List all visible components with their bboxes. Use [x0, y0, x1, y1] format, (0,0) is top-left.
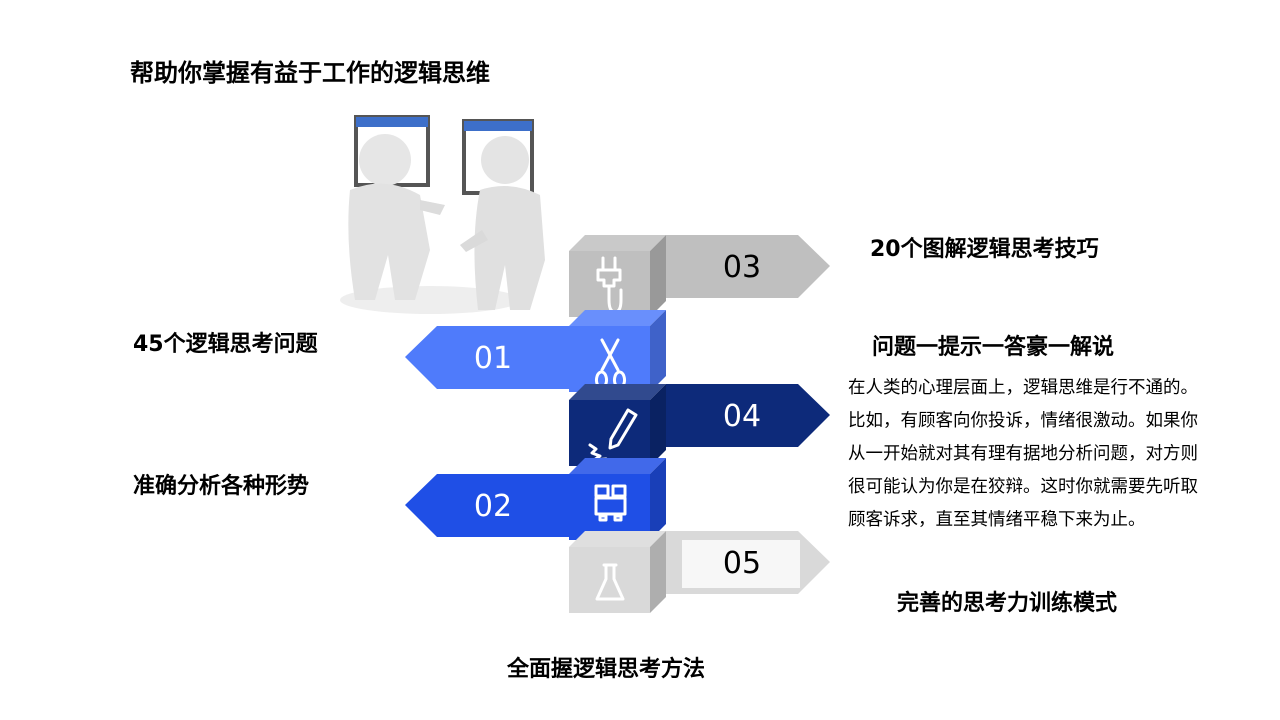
item-04-label: 问题一提示一答豪一解说 — [872, 335, 1115, 360]
step-block-03: 03 — [569, 235, 830, 317]
block-side-face — [650, 310, 666, 392]
slide-title: 帮助你掌握有益于工作的逻辑思维 — [130, 59, 490, 87]
block-front-face — [569, 474, 650, 540]
scissors-icon — [595, 338, 626, 390]
step-number-04: 04 — [723, 399, 761, 434]
block-side-face — [650, 458, 666, 540]
block-top-face — [569, 458, 666, 474]
plug-icon — [596, 256, 623, 314]
step-block-04: 04 — [569, 384, 830, 466]
paragraph-line: 很可能认为你是在狡辩。这时你就需要先听取 — [848, 477, 1198, 497]
number-box — [682, 540, 800, 588]
step-block-05: 05 — [569, 531, 830, 613]
description-paragraph: 在人类的心理层面上，逻辑思维是行不通的。 比如，有顾客向你投诉，情绪很激动。如果… — [848, 372, 1238, 537]
block-top-face — [569, 531, 666, 547]
step-number-03: 03 — [723, 250, 761, 285]
item-02-label: 准确分析各种形势 — [133, 474, 310, 499]
item-01-label: 45个逻辑思考问题 — [133, 332, 318, 357]
arrow-banner — [666, 384, 830, 447]
two-figures-illustration — [340, 115, 545, 314]
paragraph-line: 顾客诉求，直至其情绪平稳下来为止。 — [848, 510, 1146, 530]
step-block-02: 02 — [405, 458, 666, 540]
block-side-face — [650, 531, 666, 613]
paragraph-line: 在人类的心理层面上，逻辑思维是行不通的。 — [848, 378, 1198, 398]
flask-icon — [595, 563, 625, 601]
step-number-01: 01 — [474, 341, 512, 376]
step-number-02: 02 — [474, 489, 512, 524]
block-top-face — [569, 310, 666, 326]
block-side-face — [650, 384, 666, 466]
item-03-label: 20个图解逻辑思考技巧 — [870, 237, 1099, 262]
block-front-face — [569, 547, 650, 613]
item-05-label: 完善的思考力训练模式 — [897, 591, 1118, 616]
step-number-05: 05 — [723, 546, 761, 581]
block-top-face — [569, 384, 666, 400]
step-block-01: 01 — [405, 310, 666, 392]
block-front-face — [569, 400, 650, 466]
block-side-face — [650, 235, 666, 317]
binoculars-icon — [594, 484, 627, 522]
paragraph-line: 从一开始就对其有理有据地分析问题，对方则 — [848, 444, 1198, 464]
block-top-face — [569, 235, 666, 251]
footer-caption: 全面握逻辑思考方法 — [507, 657, 706, 682]
paragraph-line: 比如，有顾客向你投诉，情绪很激动。如果你 — [848, 411, 1198, 431]
arrow-banner — [666, 235, 830, 298]
